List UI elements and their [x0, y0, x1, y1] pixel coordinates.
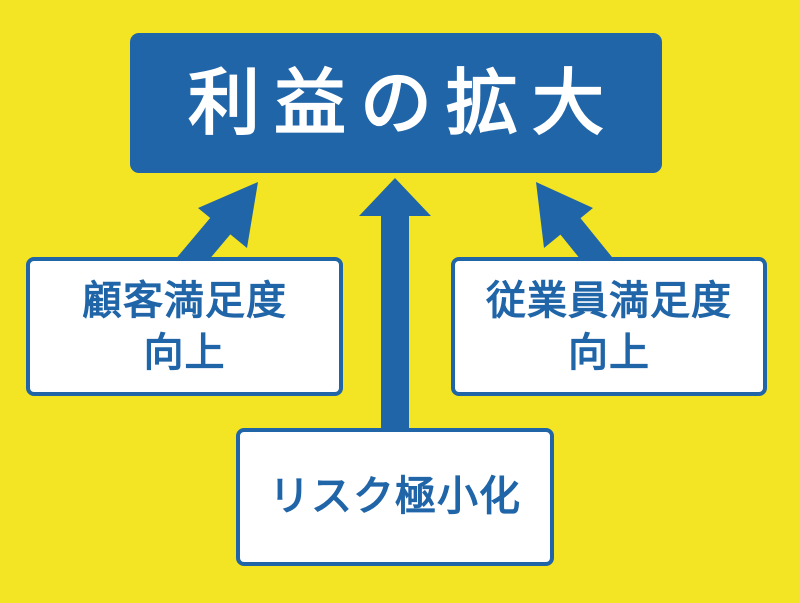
employee-satisfaction-box: 従業員満足度 向上 — [451, 257, 767, 396]
risk-minimization-box: リスク極小化 — [236, 428, 554, 566]
customer-satisfaction-line1: 顧客満足度 — [82, 277, 287, 324]
risk-minimization-label: リスク極小化 — [269, 472, 521, 521]
profit-expansion-box: 利益の拡大 — [130, 33, 662, 173]
employee-satisfaction-line2: 向上 — [568, 329, 650, 376]
arrow-right-head — [536, 182, 593, 248]
customer-satisfaction-box: 顧客満足度 向上 — [26, 257, 343, 396]
arrow-center-shaft — [381, 212, 409, 432]
profit-expansion-label: 利益の拡大 — [187, 61, 618, 145]
customer-satisfaction-line2: 向上 — [143, 329, 226, 376]
arrow-center-head — [359, 178, 431, 216]
arrow-center — [359, 178, 431, 432]
arrow-left-head — [198, 182, 258, 248]
employee-satisfaction-line1: 従業員満足度 — [486, 277, 732, 324]
